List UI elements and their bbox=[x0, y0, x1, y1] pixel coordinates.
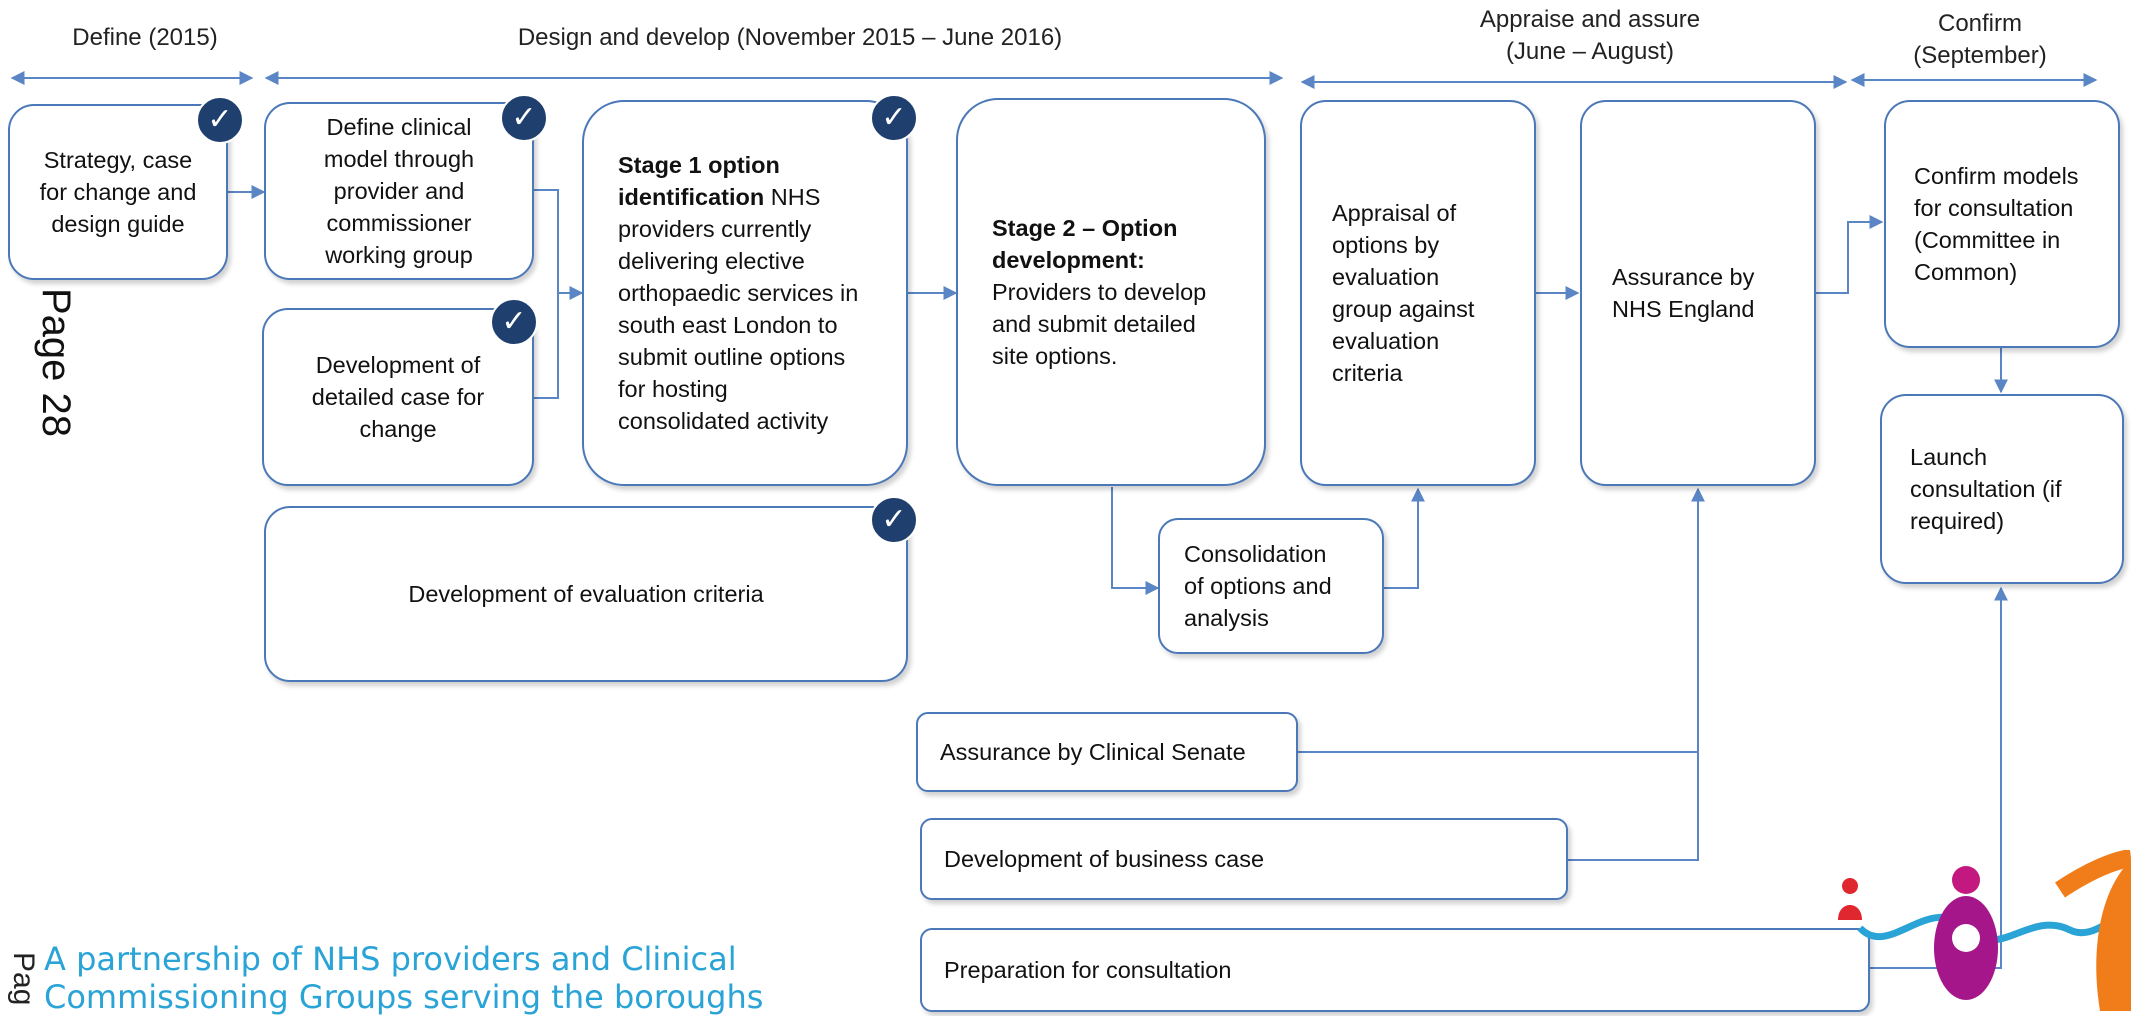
stage1-text-7: consolidated activity bbox=[618, 408, 829, 434]
arrow-detailed-to-stage1 bbox=[534, 293, 559, 399]
logo-figure-small-body bbox=[1838, 905, 1862, 920]
phase-appraise-line1: Appraise and assure bbox=[1479, 6, 1701, 33]
clinical-line3: provider and bbox=[333, 178, 465, 204]
check-icon-strategy: ✓ bbox=[196, 96, 244, 144]
partnership-logo bbox=[1838, 850, 2131, 1011]
arrow-business-to-nhse bbox=[1566, 752, 1699, 861]
stage1-text-6: for hosting bbox=[618, 376, 728, 402]
logo-swirl-blue bbox=[1857, 906, 2131, 944]
detailed-case-box: Development of detailed case for change bbox=[262, 308, 534, 486]
confirm-line4: Common) bbox=[1914, 259, 2018, 285]
nhse-line1: Assurance by bbox=[1612, 264, 1755, 290]
footer-line2: Commissioning Groups serving the borough… bbox=[44, 978, 764, 1016]
phase-appraise-line2: (June – August) bbox=[1505, 38, 1675, 65]
strategy-line2: for change and bbox=[39, 179, 197, 205]
logo-figure-orange bbox=[2096, 860, 2131, 1011]
strategy-box: Strategy, case for change and design gui… bbox=[8, 104, 228, 280]
arrow-clinical-to-stage1 bbox=[534, 189, 584, 300]
page-number-label: Page 28 bbox=[34, 288, 78, 438]
detailed-line3: change bbox=[359, 416, 437, 442]
arrow-prep-to-launch bbox=[1870, 586, 2008, 969]
clinical-line5: working group bbox=[325, 242, 473, 268]
consolidation-line2: of options and bbox=[1184, 573, 1332, 599]
stage1-title-2: identification bbox=[618, 184, 765, 210]
logo-figure-main-face bbox=[1952, 924, 1980, 952]
stage2-title-1: Stage 2 – Option bbox=[992, 215, 1178, 241]
logo-figure-orange-arm bbox=[2055, 850, 2131, 898]
phase-appraise: Appraise and assure (June – August) bbox=[1440, 4, 1740, 68]
business-case-label: Development of business case bbox=[944, 846, 1265, 872]
logo-figure-main-head bbox=[1952, 866, 1980, 894]
footer-text: A partnership of NHS providers and Clini… bbox=[44, 940, 763, 1016]
stage1-box: Stage 1 option identification NHS provid… bbox=[582, 100, 908, 486]
evaluation-criteria-label: Development of evaluation criteria bbox=[408, 581, 764, 607]
phase-design: Design and develop (November 2015 – June… bbox=[517, 24, 1063, 51]
stage2-title-2: development: bbox=[992, 247, 1145, 273]
stage2-text-3: site options. bbox=[992, 343, 1118, 369]
appraisal-line1: Appraisal of bbox=[1332, 200, 1457, 226]
arrow-stage2-to-consolidation bbox=[1111, 487, 1160, 595]
stage1-text-2: delivering elective bbox=[618, 248, 805, 274]
nhse-assurance-box: Assurance by NHS England bbox=[1580, 100, 1816, 486]
evaluation-criteria-box: Development of evaluation criteria bbox=[264, 506, 908, 682]
stage2-text-2: and submit detailed bbox=[992, 311, 1196, 337]
stage1-text-5: submit outline options bbox=[618, 344, 846, 370]
appraisal-line2: options by bbox=[1332, 232, 1440, 258]
stage1-text-1: providers currently bbox=[618, 216, 812, 242]
stage1-text-4: south east London to bbox=[618, 312, 838, 338]
clinical-senate-box: Assurance by Clinical Senate bbox=[916, 712, 1298, 792]
clinical-line2: model through bbox=[323, 146, 475, 172]
consolidation-box: Consolidation of options and analysis bbox=[1158, 518, 1384, 654]
consolidation-line1: Consolidation bbox=[1184, 541, 1327, 567]
phase-define: Define (2015) bbox=[72, 24, 218, 51]
clinical-model-box: Define clinical model through provider a… bbox=[264, 102, 534, 280]
stage1-text-0: NHS bbox=[764, 184, 821, 210]
appraisal-line4: group against bbox=[1332, 296, 1475, 322]
detailed-line1: Development of bbox=[315, 352, 481, 378]
nhse-line2: NHS England bbox=[1612, 296, 1755, 322]
detailed-line2: detailed case for bbox=[311, 384, 485, 410]
logo-figure-small-head bbox=[1842, 878, 1858, 894]
appraisal-box: Appraisal of options by evaluation group… bbox=[1300, 100, 1536, 486]
phase-confirm: Confirm (September) bbox=[1880, 8, 2080, 72]
stage2-text-1: Providers to develop bbox=[992, 279, 1207, 305]
phase-confirm-line1: Confirm bbox=[1937, 10, 2022, 37]
preparation-label: Preparation for consultation bbox=[944, 957, 1232, 983]
appraisal-line6: criteria bbox=[1332, 360, 1403, 386]
confirm-line2: for consultation bbox=[1914, 195, 2074, 221]
clinical-senate-label: Assurance by Clinical Senate bbox=[940, 739, 1246, 765]
check-icon-clinical: ✓ bbox=[500, 94, 548, 142]
confirm-models-box: Confirm models for consultation (Committ… bbox=[1884, 100, 2120, 348]
launch-box: Launch consultation (if required) bbox=[1880, 394, 2124, 584]
stage2-box: Stage 2 – Option development: Providers … bbox=[956, 98, 1266, 486]
stage1-title-1: Stage 1 option bbox=[618, 152, 780, 178]
arrow-consolidation-to-appraisal bbox=[1384, 487, 1425, 589]
phase-confirm-line2: (September) bbox=[1913, 42, 2047, 69]
stage1-text-3: orthopaedic services in bbox=[618, 280, 859, 306]
arrow-nhse-to-confirm bbox=[1816, 215, 1884, 294]
footer-line1: A partnership of NHS providers and Clini… bbox=[44, 940, 737, 978]
clinical-line4: commissioner bbox=[326, 210, 472, 236]
appraisal-line5: evaluation bbox=[1332, 328, 1440, 354]
strategy-line1: Strategy, case bbox=[43, 147, 193, 173]
clinical-line1: Define clinical bbox=[326, 114, 472, 140]
launch-line2: consultation (if bbox=[1910, 476, 2062, 502]
launch-line3: required) bbox=[1910, 508, 2005, 534]
preparation-box: Preparation for consultation bbox=[920, 928, 1870, 1012]
check-icon-detailed: ✓ bbox=[490, 298, 538, 346]
footer-side-label: Pag bbox=[7, 952, 40, 1006]
consolidation-line3: analysis bbox=[1184, 605, 1269, 631]
launch-line1: Launch bbox=[1910, 444, 1988, 470]
business-case-box: Development of business case bbox=[920, 818, 1568, 900]
check-icon-stage1: ✓ bbox=[870, 94, 918, 142]
confirm-line3: (Committee in bbox=[1914, 227, 2061, 253]
strategy-line3: design guide bbox=[51, 211, 185, 237]
confirm-line1: Confirm models bbox=[1914, 163, 2079, 189]
check-icon-evaluation: ✓ bbox=[870, 496, 918, 544]
appraisal-line3: evaluation bbox=[1332, 264, 1440, 290]
